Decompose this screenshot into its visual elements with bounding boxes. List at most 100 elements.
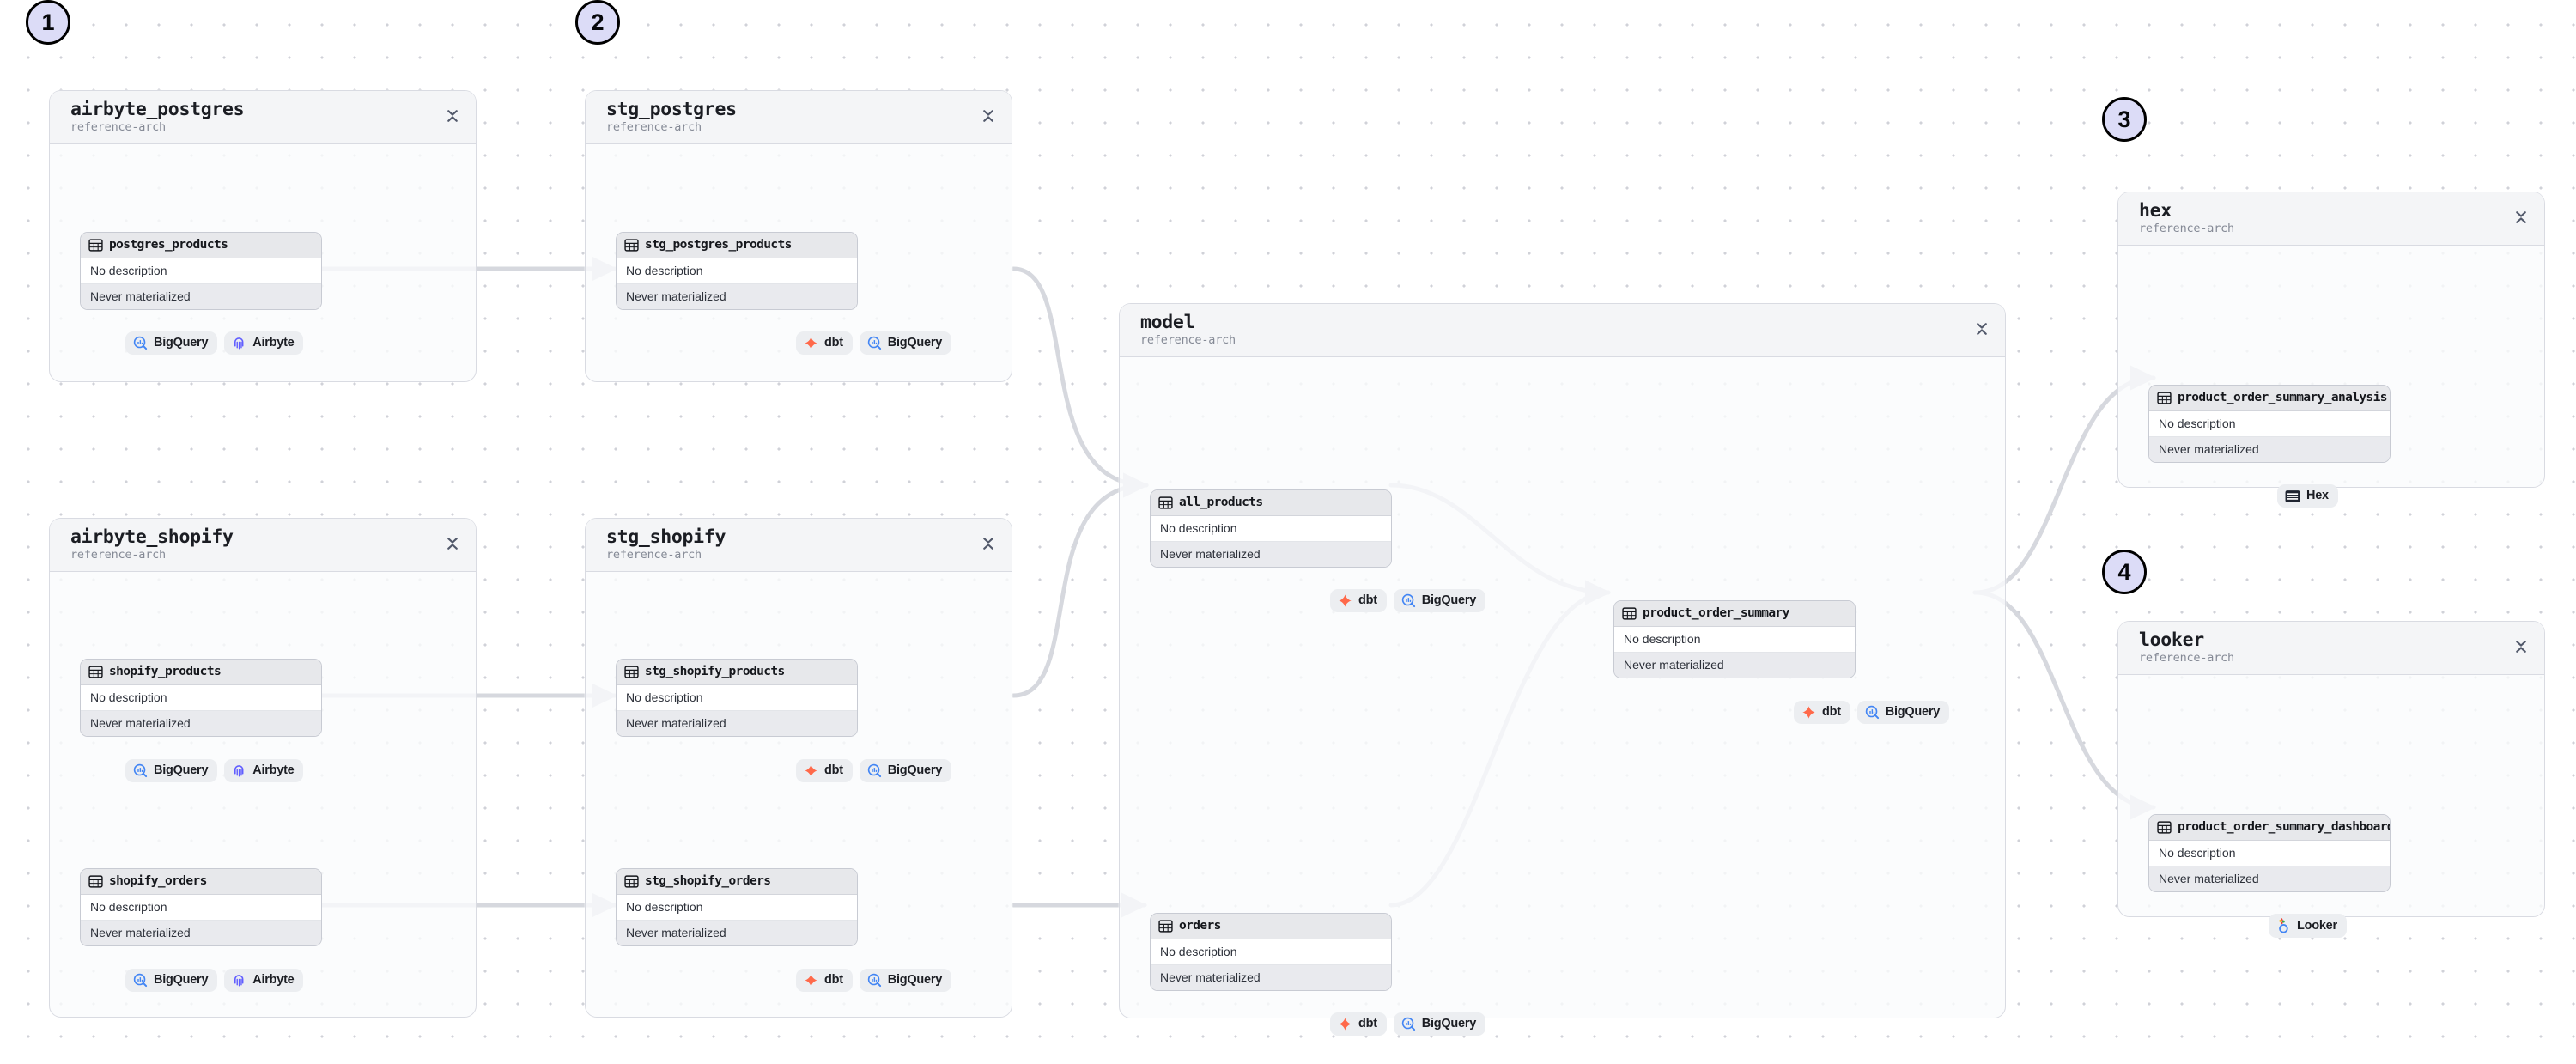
collapse-icon[interactable] — [981, 107, 995, 125]
node-materialization: Never materialized — [617, 711, 857, 736]
node-header[interactable]: product_order_summary_dashboard — [2149, 815, 2390, 841]
node-product-order-summary[interactable]: product_order_summary No description Nev… — [1613, 600, 1856, 678]
node-orders[interactable]: orders No description Never materialized — [1150, 913, 1392, 991]
node-header[interactable]: product_order_summary_analysis — [2149, 386, 2390, 411]
group-header[interactable]: hex reference-arch — [2118, 192, 2544, 246]
group-subtitle: reference-arch — [70, 120, 166, 134]
badge-dbt[interactable]: dbt — [796, 759, 853, 782]
node-tool-badges: Looker — [2269, 914, 2347, 938]
badge-bigquery[interactable]: BigQuery — [1393, 1012, 1486, 1036]
badge-label: BigQuery — [887, 973, 943, 987]
badge-dbt[interactable]: dbt — [1330, 1012, 1387, 1036]
group-stg-postgres[interactable]: stg_postgres reference-arch stg_postgres… — [585, 90, 1012, 382]
group-collapse-button[interactable] — [445, 106, 460, 125]
badge-looker[interactable]: Looker — [2269, 914, 2347, 938]
bigquery-icon — [1401, 1017, 1415, 1031]
group-stg-shopify[interactable]: stg_shopify reference-arch stg_shopify_p… — [585, 518, 1012, 1018]
group-title: model — [1140, 312, 1195, 333]
group-airbyte-postgres[interactable]: airbyte_postgres reference-arch postgres… — [49, 90, 477, 382]
group-model[interactable]: model reference-arch all_products No des… — [1119, 303, 2006, 1036]
badge-bigquery[interactable]: BigQuery — [125, 969, 218, 992]
group-header[interactable]: looker reference-arch — [2118, 622, 2544, 675]
badge-bigquery[interactable]: BigQuery — [1856, 701, 1950, 724]
node-header[interactable]: product_order_summary — [1614, 601, 1855, 627]
node-header[interactable]: stg_postgres_products — [617, 233, 857, 258]
group-header[interactable]: model reference-arch — [1120, 304, 2005, 357]
node-materialization: Never materialized — [81, 921, 321, 945]
collapse-icon[interactable] — [981, 535, 995, 552]
group-collapse-button[interactable] — [445, 534, 460, 553]
table-icon — [1158, 496, 1173, 509]
hex-icon — [2285, 489, 2300, 502]
node-product-order-summary-analysis[interactable]: product_order_summary_analysis No descri… — [2148, 385, 2391, 463]
node-materialization: Never materialized — [81, 711, 321, 736]
dbt-icon — [1802, 706, 1815, 719]
node-header[interactable]: orders — [1151, 914, 1391, 939]
collapse-icon[interactable] — [446, 107, 459, 125]
badge-hex[interactable]: Hex — [2277, 484, 2338, 508]
node-materialization: Never materialized — [1614, 653, 1855, 678]
collapse-icon[interactable] — [1975, 320, 1989, 337]
group-subtitle: reference-arch — [606, 548, 702, 562]
node-header[interactable]: postgres_products — [81, 233, 321, 258]
group-collapse-button[interactable] — [2513, 208, 2529, 227]
group-hex[interactable]: hex reference-arch product_order_summary… — [2117, 192, 2545, 508]
collapse-icon[interactable] — [2514, 209, 2528, 226]
badge-label: BigQuery — [1885, 705, 1941, 719]
group-looker[interactable]: looker reference-arch product_order_summ… — [2117, 621, 2545, 938]
node-postgres-products[interactable]: postgres_products No description Never m… — [80, 232, 322, 310]
node-stg-shopify-orders[interactable]: stg_shopify_orders No description Never … — [616, 868, 858, 946]
node-all-products[interactable]: all_products No description Never materi… — [1150, 489, 1392, 568]
node-materialization: Never materialized — [617, 284, 857, 309]
dbt-icon — [805, 974, 817, 987]
group-header[interactable]: stg_postgres reference-arch — [586, 91, 1012, 144]
badge-label: dbt — [1822, 705, 1841, 719]
table-icon — [88, 239, 103, 252]
group-collapse-button[interactable] — [981, 106, 996, 125]
collapse-icon[interactable] — [446, 535, 459, 552]
badge-airbyte[interactable]: Airbyte — [224, 331, 304, 355]
node-stg-postgres-products[interactable]: stg_postgres_products No description Nev… — [616, 232, 858, 310]
badge-label: BigQuery — [1421, 593, 1477, 607]
badge-airbyte[interactable]: Airbyte — [224, 759, 304, 782]
node-header[interactable]: shopify_orders — [81, 869, 321, 895]
badge-bigquery[interactable]: BigQuery — [859, 759, 952, 782]
node-stg-shopify-products[interactable]: stg_shopify_products No description Neve… — [616, 659, 858, 737]
badge-bigquery[interactable]: BigQuery — [1393, 589, 1486, 612]
node-description: No description — [1614, 627, 1855, 653]
badge-dbt[interactable]: dbt — [1330, 589, 1387, 612]
node-description: No description — [617, 895, 857, 921]
node-tool-badges: dbt BigQuery — [796, 331, 952, 355]
group-collapse-button[interactable] — [1974, 319, 1990, 338]
node-product-order-summary-dashboard[interactable]: product_order_summary_dashboard No descr… — [2148, 814, 2391, 892]
node-header[interactable]: shopify_products — [81, 660, 321, 685]
node-header[interactable]: all_products — [1151, 490, 1391, 516]
badge-bigquery[interactable]: BigQuery — [125, 331, 218, 355]
group-airbyte-shopify[interactable]: airbyte_shopify reference-arch shopify_p… — [49, 518, 477, 1018]
badge-label: BigQuery — [887, 763, 943, 777]
node-shopify-orders[interactable]: shopify_orders No description Never mate… — [80, 868, 322, 946]
dbt-icon — [1339, 1018, 1352, 1031]
group-collapse-button[interactable] — [981, 534, 996, 553]
group-header[interactable]: airbyte_shopify reference-arch — [50, 519, 476, 572]
node-shopify-products[interactable]: shopify_products No description Never ma… — [80, 659, 322, 737]
node-name: product_order_summary_dashboard — [2178, 820, 2391, 834]
badge-dbt[interactable]: dbt — [796, 969, 853, 992]
group-collapse-button[interactable] — [2513, 637, 2529, 656]
node-header[interactable]: stg_shopify_products — [617, 660, 857, 685]
badge-dbt[interactable]: dbt — [796, 331, 853, 355]
node-description: No description — [81, 685, 321, 711]
group-header[interactable]: stg_shopify reference-arch — [586, 519, 1012, 572]
group-header[interactable]: airbyte_postgres reference-arch — [50, 91, 476, 144]
badge-airbyte[interactable]: Airbyte — [224, 969, 304, 992]
node-header[interactable]: stg_shopify_orders — [617, 869, 857, 895]
badge-bigquery[interactable]: BigQuery — [125, 759, 218, 782]
badge-bigquery[interactable]: BigQuery — [859, 969, 952, 992]
step-1: 1 — [26, 0, 70, 45]
badge-bigquery[interactable]: BigQuery — [859, 331, 952, 355]
node-materialization: Never materialized — [81, 284, 321, 309]
collapse-icon[interactable] — [2514, 638, 2528, 655]
node-materialization: Never materialized — [2149, 437, 2390, 462]
badge-dbt[interactable]: dbt — [1794, 701, 1850, 724]
